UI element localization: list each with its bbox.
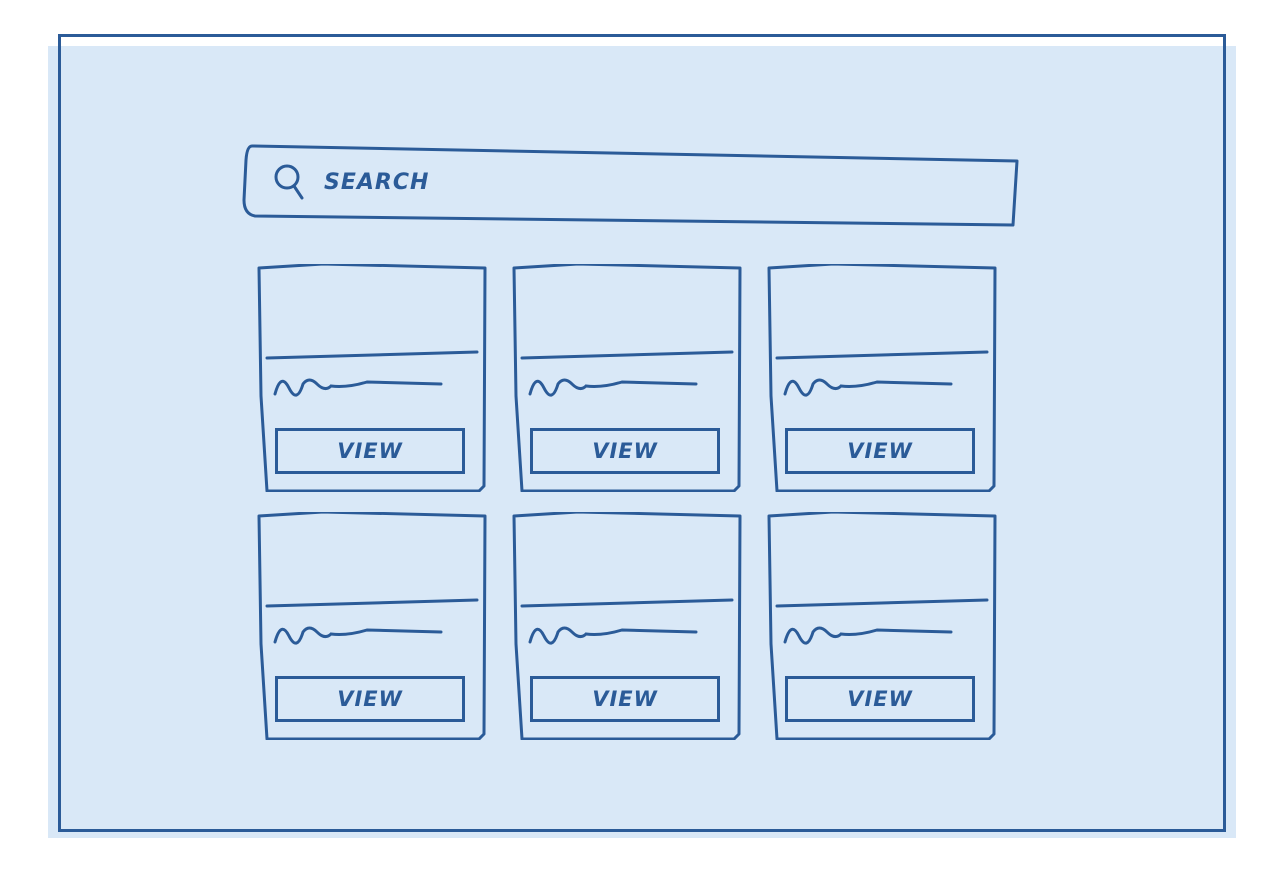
card: VIEW <box>767 512 997 740</box>
card: VIEW <box>512 512 742 740</box>
card-outline <box>512 512 742 740</box>
browser-frame <box>58 34 1226 832</box>
card-outline <box>512 264 742 492</box>
card-outline <box>257 512 487 740</box>
card-outline <box>767 264 997 492</box>
view-button[interactable]: VIEW <box>275 428 465 474</box>
card: VIEW <box>767 264 997 492</box>
card-description-scribble <box>528 626 698 645</box>
card-description-scribble <box>528 378 698 397</box>
card-outline <box>257 264 487 492</box>
card-description-scribble <box>273 378 443 397</box>
search-input[interactable] <box>262 152 1010 216</box>
card-title-line <box>265 598 479 608</box>
view-button[interactable]: VIEW <box>785 676 975 722</box>
card-outline <box>767 512 997 740</box>
card: VIEW <box>257 512 487 740</box>
search-icon <box>274 164 304 200</box>
card-description-scribble <box>783 626 953 645</box>
card-title-line <box>265 350 479 360</box>
view-button[interactable]: VIEW <box>530 676 720 722</box>
search-placeholder: SEARCH <box>324 170 430 195</box>
card-description-scribble <box>783 378 953 397</box>
card-title-line <box>775 598 989 608</box>
card-description-scribble <box>273 626 443 645</box>
card-title-line <box>775 350 989 360</box>
card-title-line <box>520 598 734 608</box>
card-title-line <box>520 350 734 360</box>
view-button[interactable]: VIEW <box>785 428 975 474</box>
card: VIEW <box>512 264 742 492</box>
view-button[interactable]: VIEW <box>530 428 720 474</box>
view-button[interactable]: VIEW <box>275 676 465 722</box>
card: VIEW <box>257 264 487 492</box>
